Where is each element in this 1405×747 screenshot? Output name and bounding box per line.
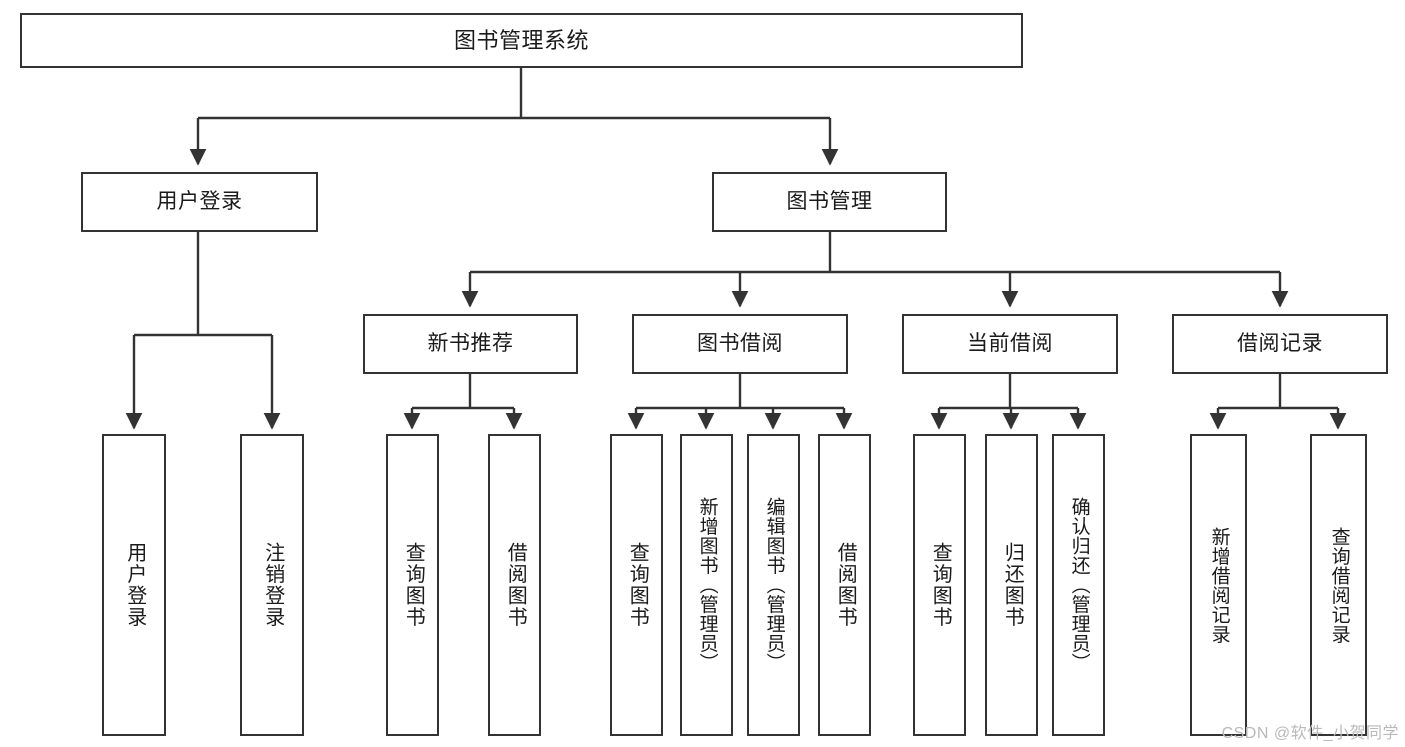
node-label: 查询图书 [929, 542, 952, 628]
node-leaf-confirm-return[interactable]: 确认归还（管理员） [1052, 434, 1105, 736]
node-label: 当前借阅 [967, 331, 1053, 355]
node-label: 借阅记录 [1237, 331, 1323, 355]
node-leaf-borrow-book-2[interactable]: 借阅图书 [818, 434, 871, 736]
node-leaf-edit-book[interactable]: 编辑图书（管理员） [747, 434, 800, 736]
node-leaf-add-record[interactable]: 新增借阅记录 [1190, 434, 1247, 736]
node-label: 新增图书（管理员） [696, 497, 718, 673]
node-label: 确认归还（管理员） [1068, 497, 1090, 673]
node-label: 注销登录 [261, 542, 284, 628]
node-label: 图书借阅 [697, 331, 783, 355]
node-label: 用户登录 [123, 542, 146, 628]
node-borrow-record[interactable]: 借阅记录 [1172, 314, 1388, 374]
node-leaf-query-book-1[interactable]: 查询图书 [386, 434, 439, 736]
node-label: 图书管理 [786, 189, 873, 213]
node-new-book-rec[interactable]: 新书推荐 [363, 314, 578, 374]
csdn-watermark: CSDN @软件_小贺同学 [1221, 725, 1399, 742]
node-leaf-return-book[interactable]: 归还图书 [985, 434, 1038, 736]
node-label: 新增借阅记录 [1208, 526, 1230, 644]
node-leaf-borrow-book-1[interactable]: 借阅图书 [488, 434, 541, 736]
node-label: 编辑图书（管理员） [763, 497, 785, 673]
node-label: 新书推荐 [427, 331, 514, 355]
node-label: 借阅图书 [834, 542, 857, 628]
node-book-manage[interactable]: 图书管理 [712, 172, 947, 232]
node-leaf-query-book-3[interactable]: 查询图书 [913, 434, 966, 736]
node-root-system[interactable]: 图书管理系统 [20, 13, 1023, 68]
node-label: 借阅图书 [504, 542, 527, 628]
node-user-login[interactable]: 用户登录 [81, 172, 318, 232]
node-leaf-user-login[interactable]: 用户登录 [102, 434, 166, 736]
node-label: 查询借阅记录 [1328, 526, 1350, 644]
node-label: 图书管理系统 [453, 27, 589, 53]
node-leaf-add-book[interactable]: 新增图书（管理员） [680, 434, 733, 736]
node-current-borrow[interactable]: 当前借阅 [902, 314, 1118, 374]
node-label: 查询图书 [402, 542, 425, 628]
node-leaf-query-book-2[interactable]: 查询图书 [610, 434, 663, 736]
node-label: 归还图书 [1001, 542, 1024, 628]
node-leaf-logout[interactable]: 注销登录 [240, 434, 304, 736]
node-book-borrow[interactable]: 图书借阅 [632, 314, 848, 374]
node-label: 查询图书 [626, 542, 649, 628]
node-label: 用户登录 [156, 189, 243, 213]
node-leaf-query-record[interactable]: 查询借阅记录 [1310, 434, 1367, 736]
